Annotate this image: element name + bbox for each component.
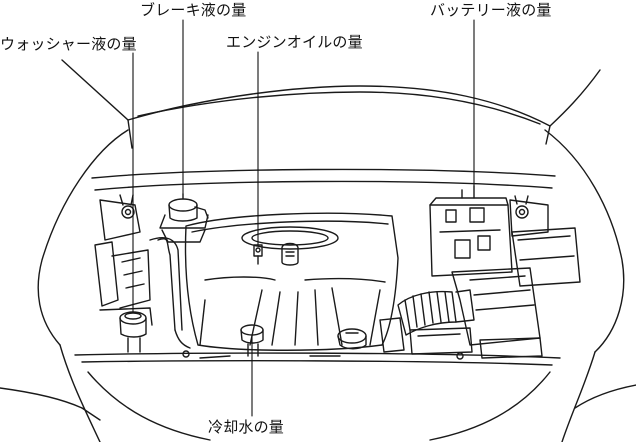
engine-oil-label: エンジンオイルの量: [226, 33, 363, 51]
air-filter-box: [451, 227, 581, 346]
engine-oil-filler: [253, 242, 299, 266]
brake-fluid-label: ブレーキ液の量: [140, 1, 247, 19]
coolant-label: 冷却水の量: [208, 418, 285, 436]
car-body-outline: [0, 129, 636, 442]
brake-fluid-reservoir: [159, 193, 209, 243]
lower-front-details: [182, 317, 543, 360]
battery-fluid-label: バッテリー液の量: [430, 1, 552, 19]
washer-fluid-cap: [119, 311, 147, 353]
radiator-cap: [337, 328, 367, 350]
left-components: [94, 237, 191, 349]
washer-fluid-label: ウォッシャー液の量: [0, 35, 137, 53]
front-cowl: [74, 352, 561, 441]
battery: [429, 185, 513, 277]
bulkhead: [91, 168, 556, 241]
leader-lines: [132, 19, 475, 417]
hood: [61, 59, 601, 149]
engine-cover: [184, 212, 399, 351]
